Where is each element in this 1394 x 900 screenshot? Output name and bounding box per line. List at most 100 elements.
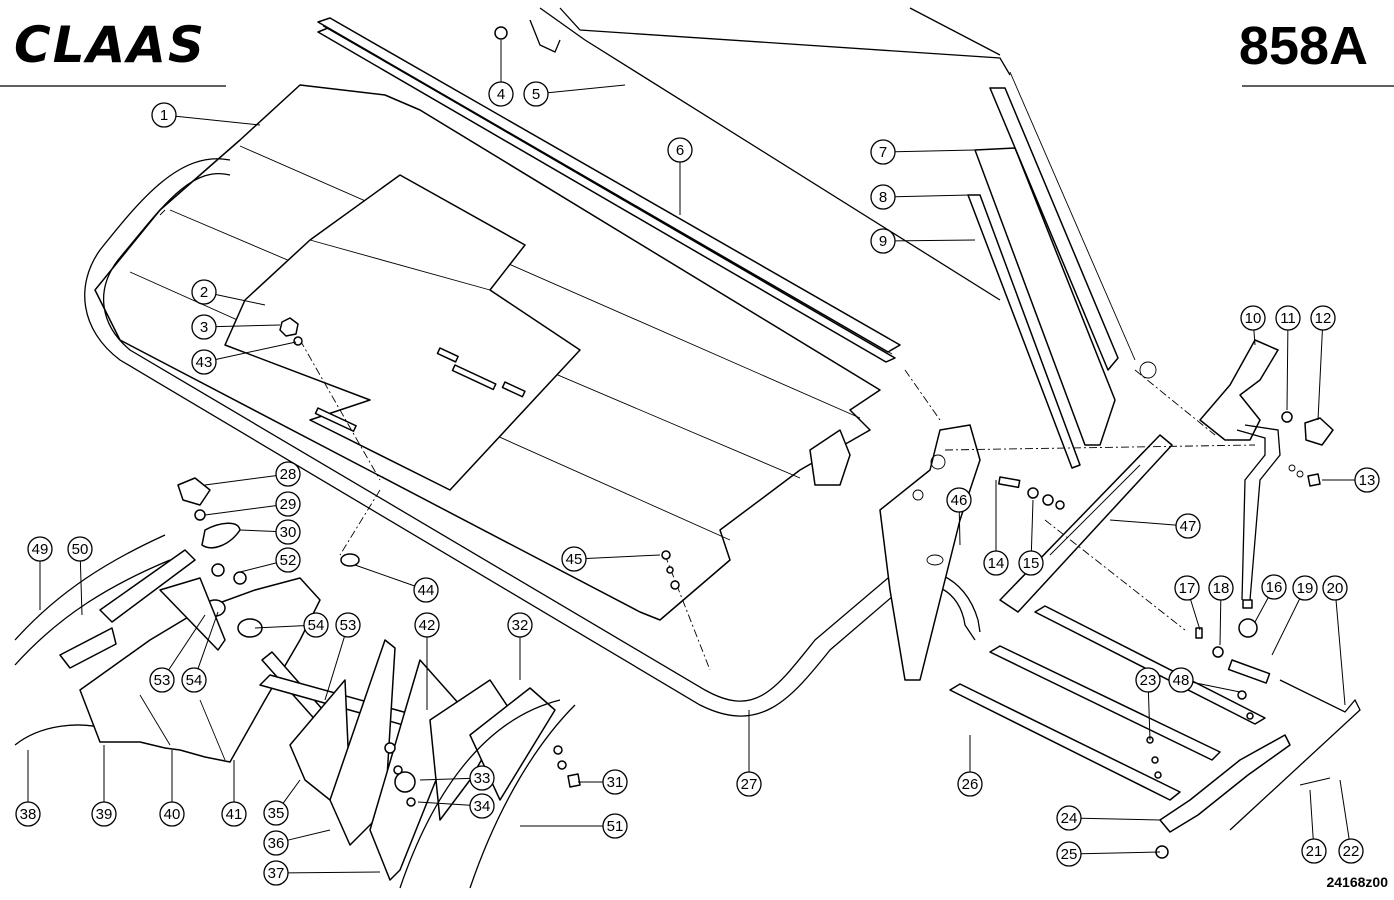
callout-leader [239, 562, 277, 573]
callout-leader [354, 564, 415, 587]
callout-bubble [469, 793, 495, 819]
callout-32: 32 [507, 612, 533, 680]
callout-number: 21 [1306, 843, 1323, 860]
callout-number: 51 [607, 818, 624, 835]
callout-number: 3 [200, 319, 208, 336]
callout-53: 53 [149, 614, 206, 693]
callout-number: 53 [154, 672, 171, 689]
callout-number: 46 [951, 492, 968, 509]
callout-bubble [191, 279, 217, 305]
callout-number: 47 [1180, 518, 1197, 535]
callout-bubble [151, 102, 177, 128]
callout-number: 14 [988, 555, 1005, 572]
callout-number: 12 [1315, 310, 1332, 327]
callout-number: 36 [268, 835, 285, 852]
callout-51: 51 [520, 813, 628, 839]
spring-rod [1227, 618, 1361, 831]
callout-24: 24 [1056, 805, 1161, 831]
callout-number: 23 [1140, 672, 1157, 689]
callout-leader [204, 475, 277, 486]
assembly-lines [299, 339, 1256, 671]
callout-number: 40 [164, 806, 181, 823]
callout-bubble [335, 612, 361, 638]
assembly-drawing [14, 7, 1361, 889]
callout-number: 34 [474, 798, 491, 815]
callout-number: 26 [962, 776, 979, 793]
callout-leader [215, 294, 266, 306]
callout-50: 50 [67, 536, 93, 616]
brand-logo: CLAAS [14, 16, 204, 74]
callout-leader [1219, 599, 1222, 646]
callout-bubble [91, 801, 117, 827]
callout-45: 45 [561, 546, 661, 572]
callout-bubble [1292, 575, 1318, 601]
callout-leader [417, 801, 471, 806]
callout-38: 38 [15, 750, 41, 827]
callout-16: 16 [1254, 574, 1287, 623]
callout-bubble [191, 349, 217, 375]
callout-49: 49 [27, 536, 53, 610]
callout-leader [1254, 597, 1269, 623]
callout-bubble [946, 487, 972, 513]
callout-leader [1109, 519, 1177, 526]
callout-number: 5 [532, 86, 540, 103]
callout-bubble [1174, 575, 1200, 601]
callout-leader [282, 779, 301, 804]
callout-number: 48 [1173, 672, 1190, 689]
callout-33: 33 [419, 765, 495, 791]
callout-bubble [602, 813, 628, 839]
callout-leader [287, 829, 331, 841]
callout-number: 10 [1245, 310, 1262, 327]
callout-leader [1080, 817, 1161, 821]
callout-leader [1339, 779, 1350, 840]
callout-number: 19 [1297, 580, 1314, 597]
top-rail [317, 17, 901, 363]
callout-number: 44 [418, 582, 435, 599]
callout-leader [1192, 681, 1241, 693]
callout-number: 25 [1061, 846, 1078, 863]
callout-bubble [263, 830, 289, 856]
callout-number: 39 [96, 806, 113, 823]
callout-number: 54 [308, 617, 325, 634]
callout-31: 31 [578, 769, 628, 795]
callout-leader [79, 560, 83, 616]
callout-bubble [159, 801, 185, 827]
callout-number: 18 [1213, 580, 1230, 597]
callout-leader [287, 871, 381, 874]
callout-number: 49 [32, 541, 49, 558]
callout-28: 28 [204, 461, 301, 487]
callout-bubble [1338, 838, 1364, 864]
callout-number: 52 [280, 552, 297, 569]
callout-53: 53 [324, 612, 361, 701]
callout-bubble [191, 314, 217, 340]
callout-18: 18 [1208, 575, 1234, 646]
cover-sub-panel [224, 174, 581, 491]
latch-bracket [1199, 339, 1334, 609]
callout-bubble [413, 577, 439, 603]
callout-7: 7 [870, 139, 976, 165]
callout-leader [894, 194, 971, 198]
callout-bubble [221, 801, 247, 827]
callout-bubble [602, 769, 628, 795]
callout-number: 38 [20, 806, 37, 823]
callout-bubble [275, 519, 301, 545]
callout-leader [215, 341, 297, 360]
callout-leader [197, 611, 219, 669]
callout-9: 9 [870, 228, 976, 254]
callout-bubble [488, 81, 514, 107]
callout-bubble [275, 461, 301, 487]
callout-bubble [870, 228, 896, 254]
callout-15: 15 [1018, 499, 1044, 576]
callout-1: 1 [151, 102, 261, 128]
callout-bubble [275, 491, 301, 517]
callout-number: 35 [268, 805, 285, 822]
upper-frame [529, 7, 1011, 301]
callout-bubble [1208, 575, 1234, 601]
callout-leader [1286, 329, 1289, 411]
callout-number: 4 [497, 86, 505, 103]
callout-number: 9 [879, 233, 887, 250]
callout-54: 54 [181, 611, 219, 693]
callout-leader [215, 324, 281, 328]
callout-bubble [1018, 550, 1044, 576]
